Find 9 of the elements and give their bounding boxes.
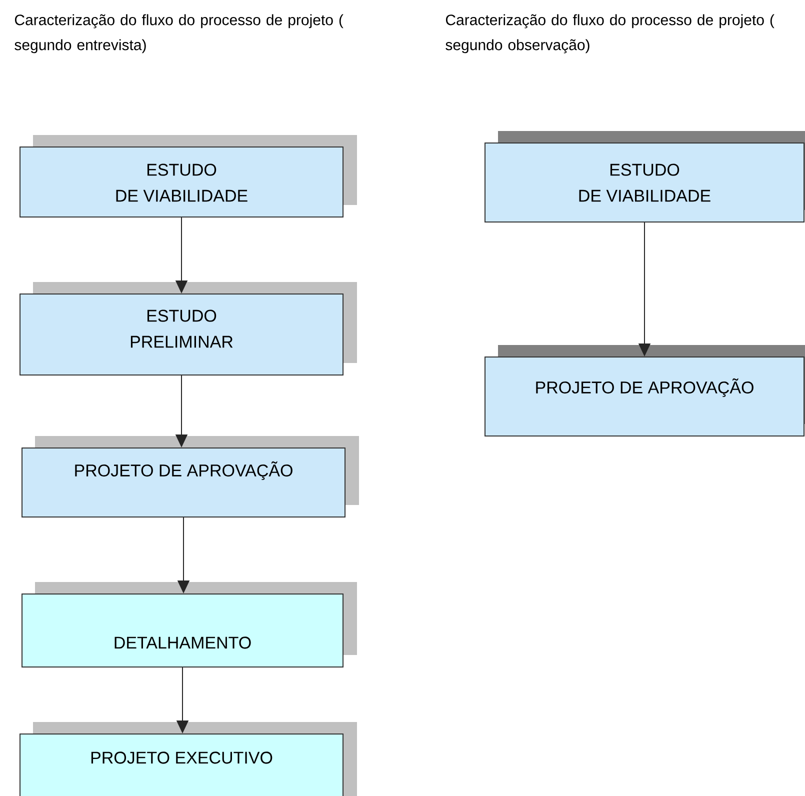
heading: Caracterização do fluxo do processo de projeto ( segundo entrevista) [14, 14, 344, 54]
heading: Caracterização do fluxo do processo de projeto ( segundo observação) [446, 14, 774, 54]
process-box: PROJETO DE APROVAÇÃO [22, 436, 359, 518]
process-box: DETALHAMENTO [22, 582, 357, 668]
process-box: ESTUDO DE VIABILIDADE [20, 135, 357, 218]
process-box: PROJETO DE APROVAÇÃO [484, 345, 805, 436]
process-box: PROJETO EXECUTIVO [20, 722, 357, 796]
process-box: ESTUDO DE VIABILIDADE [484, 131, 805, 222]
process-box: ESTUDO PRELIMINAR [20, 282, 357, 376]
